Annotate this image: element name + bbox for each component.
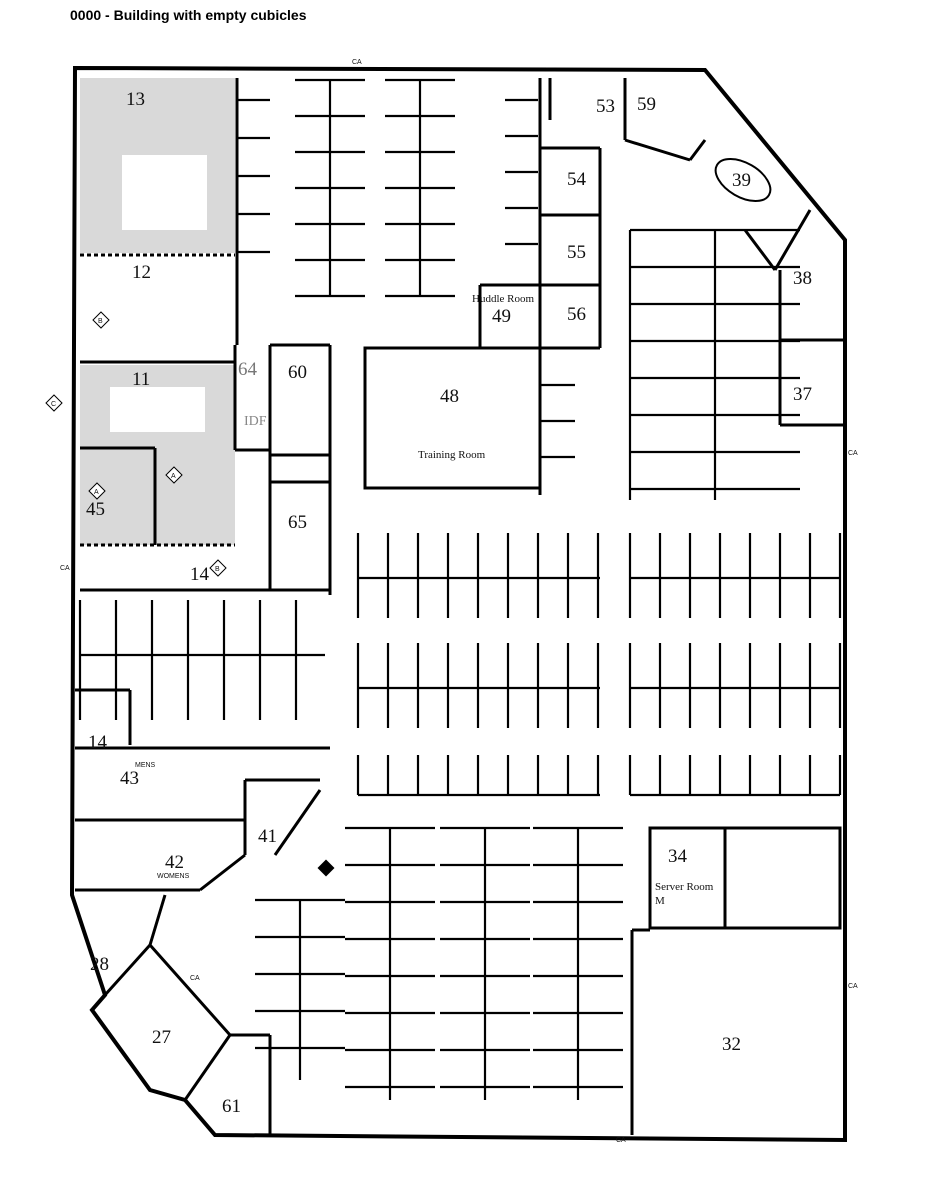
ca-marker: CA [616, 1137, 626, 1144]
womens-label: WOMENS [157, 873, 190, 880]
huddle-room-label: Huddle Room [472, 293, 534, 305]
svg-text:C: C [51, 401, 56, 408]
room-27-label: 27 [152, 1027, 171, 1048]
room-14b-label: 14 [88, 732, 108, 753]
room-11-window [110, 387, 205, 432]
ca-marker: CA [352, 59, 362, 66]
diamond-a-icon: A [88, 482, 106, 500]
room-14-label: 14 [190, 564, 210, 585]
interior-walls [75, 78, 845, 1135]
room-56-label: 56 [567, 304, 586, 325]
svg-text:B: B [98, 318, 103, 325]
room-41-label: 41 [258, 826, 277, 847]
ca-markers: CA CA CA CA CA CA [60, 59, 858, 1144]
ca-marker: CA [848, 450, 858, 457]
room-42-label: 42 [165, 852, 184, 873]
room-53-label: 53 [596, 96, 615, 117]
room-45-label: 45 [86, 499, 105, 520]
svg-text:B: B [215, 566, 220, 573]
room-49-label: 49 [492, 306, 511, 327]
idf-label: IDF [244, 414, 267, 429]
room-60-label: 60 [288, 362, 307, 383]
diamond-a-icon: A [165, 466, 183, 484]
server-room-label: Server Room [655, 881, 714, 893]
room-11-label: 11 [132, 369, 150, 390]
room-59-label: 59 [637, 94, 656, 115]
ca-marker: CA [848, 983, 858, 990]
ca-marker: CA [190, 975, 200, 982]
room-64-label: 64 [238, 359, 258, 380]
diamond-c-icon: C [45, 394, 63, 412]
room-48-label: 48 [440, 386, 459, 407]
room-38-label: 38 [793, 268, 812, 289]
room-55-label: 55 [567, 242, 586, 263]
svg-text:A: A [171, 473, 176, 480]
server-m-label: M [655, 895, 665, 907]
svg-text:A: A [94, 489, 99, 496]
room-28-label: 28 [90, 954, 109, 975]
room-37-label: 37 [793, 384, 812, 405]
room-13-window [122, 155, 207, 230]
diamond-b-icon: B [209, 559, 227, 577]
column-marker [317, 859, 335, 877]
room-32-label: 32 [722, 1034, 741, 1055]
ca-marker: CA [60, 565, 70, 572]
cubicle-layout [78, 78, 842, 1100]
room-65-label: 65 [288, 512, 307, 533]
room-labels: 13 12 11 45 14 53 59 54 39 55 38 Huddle … [86, 89, 812, 1117]
mens-label: MENS [135, 762, 156, 769]
room-61-label: 61 [222, 1096, 241, 1117]
diamond-markers: B C A A B [45, 311, 227, 577]
room-34-label: 34 [668, 846, 688, 867]
training-room-label: Training Room [418, 449, 486, 461]
page-title: 0000 - Building with empty cubicles [70, 7, 307, 23]
room-43-label: 43 [120, 768, 139, 789]
room-12-label: 12 [132, 262, 151, 283]
room-54-label: 54 [567, 169, 587, 190]
diamond-b-icon: B [92, 311, 110, 329]
room-39-label: 39 [732, 170, 751, 191]
conference-table [714, 157, 772, 203]
room-13-label: 13 [126, 89, 145, 110]
